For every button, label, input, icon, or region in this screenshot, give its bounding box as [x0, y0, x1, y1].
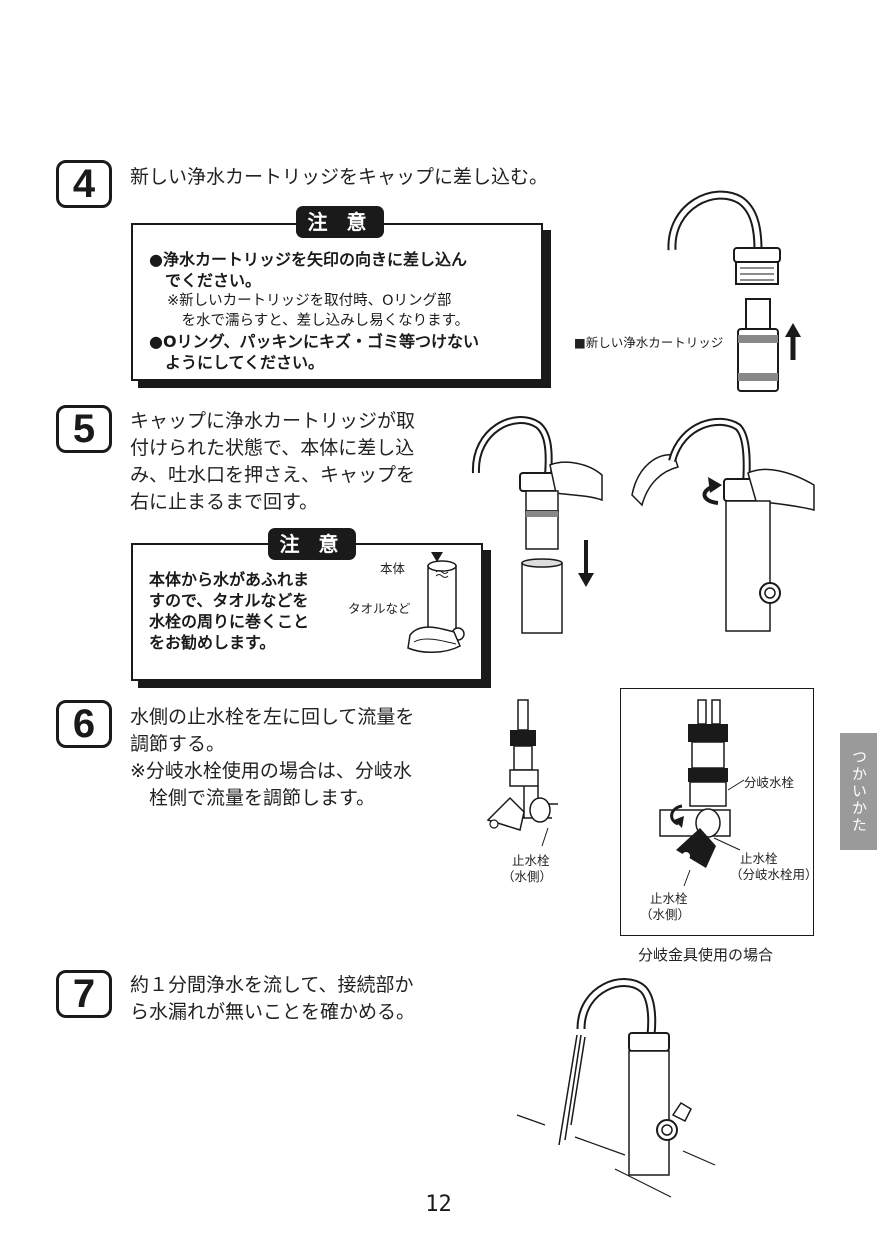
stop-valve-label-2: 止水栓: [740, 851, 778, 866]
caution-1-note-1: ※新しいカートリッジを取付時、Oリング部: [167, 293, 452, 309]
caution-1-line-3: ●Oリング、パッキンにキズ・ゴミ等つけない: [149, 332, 479, 351]
caution-1-line-1: ●浄水カートリッジを矢印の向きに差し込ん: [149, 250, 467, 269]
caution-1-box: ●浄水カートリッジを矢印の向きに差し込ん でください。 ※新しいカートリッジを取…: [131, 223, 543, 381]
step-4-number: 4: [56, 160, 112, 208]
caution-2-box: 本体から水があふれま すので、タオルなどを 水栓の周りに巻くこと をお勧めします…: [131, 543, 483, 681]
step-6-number: 6: [56, 700, 112, 748]
step-5-line: キャップに浄水カートリッジが取: [130, 410, 416, 432]
step-5-number: 5: [56, 405, 112, 453]
body-label: 本体: [380, 561, 406, 576]
water-side-label-1: （水側）: [502, 869, 553, 884]
branch-caption: 分岐金具使用の場合: [638, 946, 774, 964]
caution-1-label: 注 意: [296, 206, 384, 238]
stop-valve-label-3: 止水栓: [650, 891, 688, 906]
step-6-line: 調節する。: [130, 733, 226, 755]
branch-fitting-illustration: [659, 699, 745, 887]
towel-label: タオルなど: [348, 601, 411, 616]
step-5-line: み、吐水口を押さえ、キャップを: [130, 464, 416, 486]
step-5-line: 右に止まるまで回す。: [130, 491, 319, 513]
step-5-line: 付けられた状態で、本体に差し込: [130, 437, 415, 459]
step-7-faucet-illustration: [516, 978, 716, 1198]
caution-1-note-2: を水で濡らすと、差し込みし易くなります。: [167, 313, 470, 329]
step-5-insert-illustration: [471, 416, 603, 634]
step-7-line: 約１分間浄水を流して、接続部か: [130, 974, 414, 996]
towel-illustration: [407, 552, 465, 653]
step-6-text: 水側の止水栓を左に回して流量を 調節する。 ※分岐水栓使用の場合は、分岐水 栓側…: [130, 704, 414, 812]
step-5-text: キャップに浄水カートリッジが取 付けられた状態で、本体に差し込 み、吐水口を押さ…: [130, 408, 415, 516]
stop-valve-label-1: 止水栓: [512, 853, 550, 868]
step-4-text: 新しい浄水カートリッジをキャップに差し込む。: [130, 164, 548, 191]
branch-fitting-inset: [620, 688, 814, 936]
caution-1-line-2: でください。: [149, 271, 262, 290]
new-cartridge-label: ■新しい浄水カートリッジ: [574, 335, 724, 350]
branch-use-label: （分岐水栓用）: [730, 867, 818, 882]
step-7-text: 約１分間浄水を流して、接続部か ら水漏れが無いことを確かめる。: [130, 972, 415, 1026]
step-6-valve-illustration: [486, 699, 558, 847]
water-side-label-3: （水側）: [640, 907, 691, 922]
step-6-line: 栓側で流量を調節します。: [130, 787, 376, 809]
branch-faucet-label: 分岐水栓: [744, 775, 795, 790]
caution-2-line: 本体から水があふれま: [149, 570, 310, 589]
step-6-line: ※分岐水栓使用の場合は、分岐水: [130, 760, 412, 782]
caution-2-line: 水栓の周りに巻くこと: [149, 612, 310, 631]
step-5-rotate-illustration: [631, 417, 815, 632]
step-4-line: 新しい浄水カートリッジをキャップに差し込む。: [130, 166, 549, 188]
side-tab-usage[interactable]: つかいかた: [840, 733, 877, 850]
page-number: 12: [425, 1192, 452, 1217]
caution-2-label: 注 意: [268, 528, 356, 560]
step-4-illustration: [667, 190, 801, 392]
step-6-line: 水側の止水栓を左に回して流量を: [130, 706, 415, 728]
step-7-number: 7: [56, 970, 112, 1018]
caution-1-line-4: ようにしてください。: [149, 353, 325, 372]
caution-2-line: をお勧めします。: [149, 633, 276, 652]
caution-2-line: すので、タオルなどを: [149, 591, 309, 610]
step-7-line: ら水漏れが無いことを確かめる。: [130, 1001, 416, 1023]
